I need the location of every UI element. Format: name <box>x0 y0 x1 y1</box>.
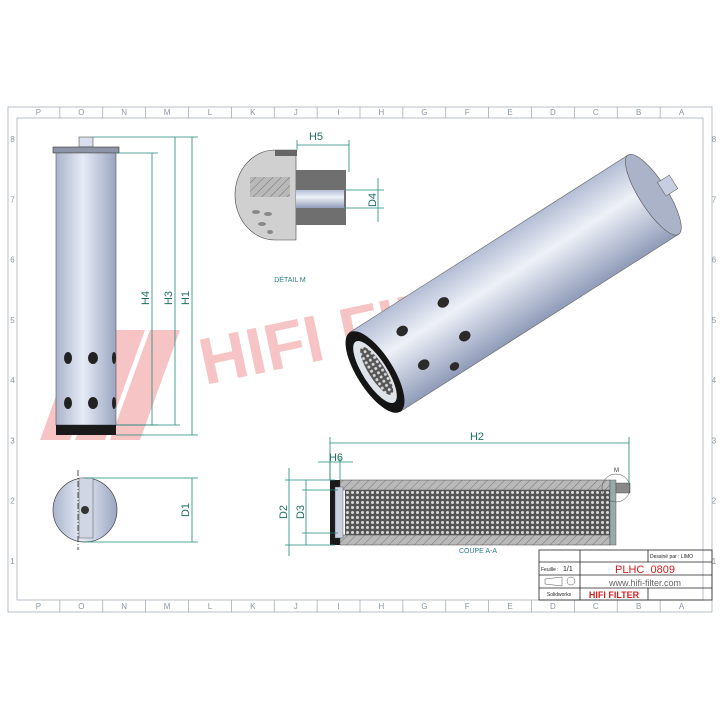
border-row-labels-left: 8 7 6 5 4 3 2 1 <box>10 135 15 566</box>
border-row-label: 6 <box>712 256 717 265</box>
border-column-label: N <box>121 602 127 611</box>
border-column-label: E <box>507 602 512 611</box>
dimension-d3: D3 <box>295 480 338 545</box>
border-column-label: K <box>250 602 256 611</box>
border-column-label: J <box>294 602 298 611</box>
border-column-label: P <box>36 108 41 117</box>
border-row-labels-right: 8 7 6 5 4 3 2 1 <box>712 135 717 566</box>
border-column-label: D <box>550 602 556 611</box>
border-row-label: 4 <box>712 376 717 385</box>
border-column-label: B <box>636 602 641 611</box>
border-row-label: 3 <box>10 436 15 445</box>
border-column-label: B <box>636 108 641 117</box>
dim-label-h3: H3 <box>163 291 175 305</box>
border-column-label: G <box>421 108 427 117</box>
border-row-label: 1 <box>10 557 15 566</box>
border-column-label: A <box>679 602 685 611</box>
border-column-label: C <box>593 602 599 611</box>
dim-label-d3: D3 <box>295 505 307 519</box>
border-column-label: I <box>337 602 339 611</box>
front-view <box>52 136 120 435</box>
section-a-a-view: M COUPE A-A <box>330 468 631 555</box>
border-column-label: L <box>208 602 213 611</box>
section-caption: COUPE A-A <box>459 548 497 555</box>
dimension-h6: H6 <box>318 452 353 480</box>
detail-marker: M <box>614 468 619 474</box>
dim-label-d4: D4 <box>367 193 379 207</box>
dimension-h1: H1 <box>116 137 198 436</box>
border-column-label: M <box>164 602 171 611</box>
dim-label-d1: D1 <box>180 503 192 517</box>
border-column-label: G <box>421 602 427 611</box>
isometric-view <box>345 154 682 413</box>
dim-label-h6: H6 <box>329 452 343 464</box>
border-row-label: 4 <box>10 376 15 385</box>
border-row-label: 6 <box>10 256 15 265</box>
border-column-label: D <box>550 108 556 117</box>
dimension-d2: D2 <box>278 468 335 556</box>
dim-label-h2: H2 <box>470 431 484 443</box>
border-row-label: 8 <box>712 135 717 144</box>
border-row-label: 2 <box>712 497 717 506</box>
border-row-label: 1 <box>712 557 717 566</box>
border-row-label: 5 <box>712 316 717 325</box>
border-column-label: L <box>208 108 213 117</box>
brand: HIFI FILTER <box>589 590 640 600</box>
border-row-label: 7 <box>712 195 717 204</box>
dim-label-d2: D2 <box>278 505 290 519</box>
border-column-label: A <box>679 108 685 117</box>
border-row-label: 7 <box>10 195 15 204</box>
drawn-by: Dessiné par : LIMO <box>650 554 693 560</box>
software: Solidworks <box>547 592 572 598</box>
border-column-label: H <box>379 602 385 611</box>
dim-label-h5: H5 <box>309 131 323 143</box>
border-column-label: H <box>379 108 385 117</box>
border-column-label: E <box>507 108 512 117</box>
border-column-label: F <box>465 108 470 117</box>
border-column-label: O <box>78 602 84 611</box>
border-column-label: J <box>294 108 298 117</box>
border-row-label: 2 <box>10 497 15 506</box>
border-row-label: 3 <box>712 436 717 445</box>
border-row-label: 8 <box>10 135 15 144</box>
sheet-value: 1/1 <box>563 566 573 573</box>
dim-label-h4: H4 <box>140 291 152 305</box>
border-column-label: K <box>250 108 256 117</box>
part-number: PLHC_0809 <box>615 564 675 576</box>
border-column-label: F <box>465 602 470 611</box>
border-column-label: M <box>164 108 171 117</box>
border-column-labels-top: P O N M L K J I H G F E D C B A <box>36 107 685 612</box>
dimension-h3: H3 <box>93 136 198 426</box>
end-view: D1 <box>52 470 198 550</box>
border-column-label: I <box>337 108 339 117</box>
website: www.hifi-filter.com <box>608 578 681 588</box>
border-column-label: N <box>121 108 127 117</box>
detail-caption: DÉTAIL M <box>274 275 306 284</box>
border-row-label: 5 <box>10 316 15 325</box>
title-block: Dessiné par : LIMO Feuille : 1/1 PLHC_08… <box>538 549 713 601</box>
sheet-label: Feuille : <box>541 567 559 573</box>
dim-label-h1: H1 <box>180 291 192 305</box>
border-column-label: O <box>78 108 84 117</box>
dimension-h2: H2 <box>329 431 630 485</box>
detail-m-view: H5 D4 DÉTAIL M <box>234 131 384 284</box>
border-column-label: C <box>593 108 599 117</box>
border-column-label: P <box>36 602 41 611</box>
projection-symbol-icon <box>544 576 576 587</box>
